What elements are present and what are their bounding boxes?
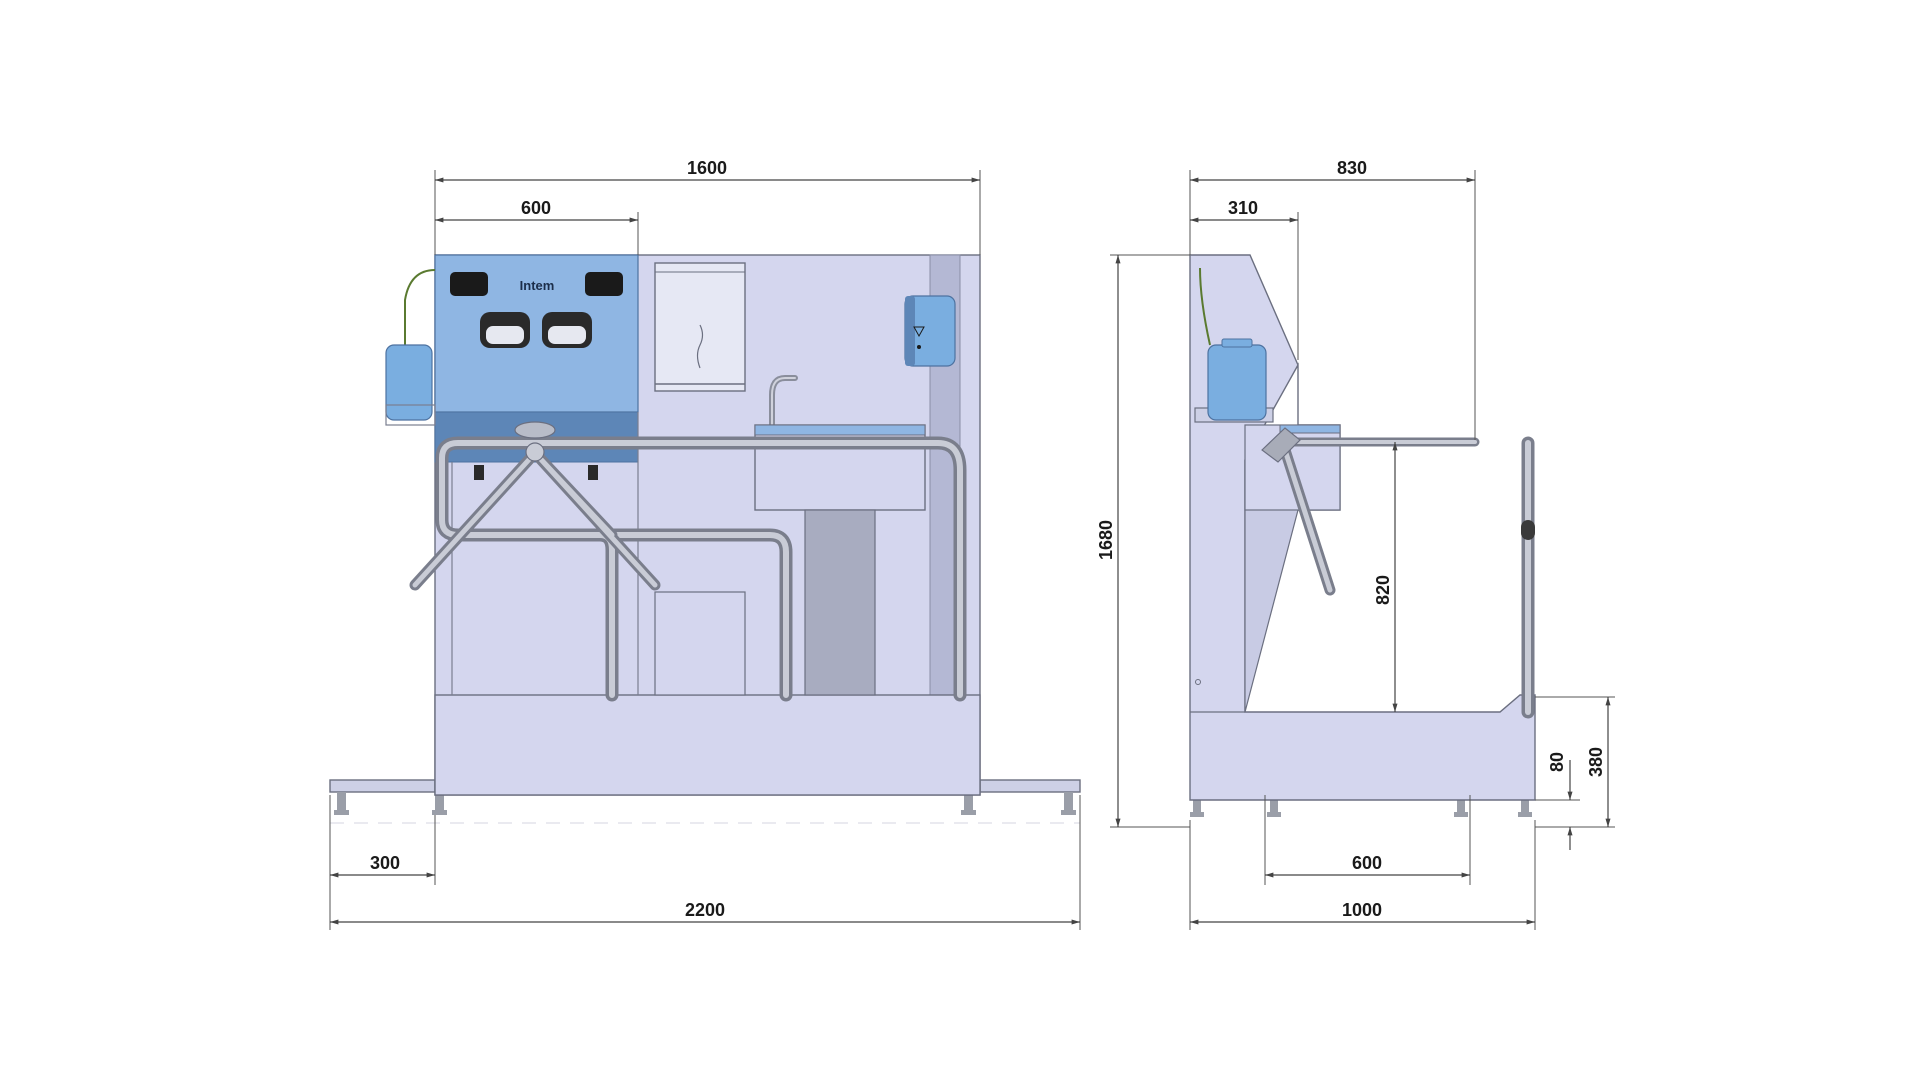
front-view: Intem [329,254,1081,824]
dim-height-total: 1680 [1096,520,1116,560]
side-rail-post [1521,436,1535,719]
hand-slot-left-inner [486,326,524,344]
left-foot-rail [329,779,436,793]
dim-side-overall-depth: 1000 [1342,900,1382,920]
tank-hose [404,269,436,345]
front-legs [334,792,1076,815]
dim-side-step-height: 80 [1547,752,1567,772]
brand-logo: Intem [520,278,555,293]
dim-side-base-height: 380 [1586,747,1606,777]
side-legs [1190,790,1532,817]
dim-side-rail-height: 820 [1373,575,1393,605]
dim-side-total-depth: 830 [1337,158,1367,178]
dimension-lines [329,170,1615,930]
sensor-left [450,272,488,296]
dim-front-total-width: 1600 [687,158,727,178]
side-tank [385,344,433,421]
cabinet-door [654,591,746,696]
hand-slot-right-inner [548,326,586,344]
right-foot-rail [979,779,1081,793]
dim-front-side-offset: 300 [370,853,400,873]
side-view [1189,254,1536,817]
dimension-labels: 1600 600 300 2200 1680 830 310 820 380 8… [370,158,1606,920]
tripod-arms [409,421,661,591]
side-tank-hose [1199,267,1211,346]
dim-side-upper-depth: 310 [1228,198,1258,218]
towel-dispenser [654,262,746,392]
dim-front-overall-width: 2200 [685,900,725,920]
sink-pedestal [804,509,876,696]
side-tank [1207,344,1267,421]
dim-side-step-width: 600 [1352,853,1382,873]
sensor-right [585,272,623,296]
front-base [434,694,981,796]
side-tripod [1261,427,1480,596]
dim-front-module-width: 600 [521,198,551,218]
side-body [1189,254,1536,801]
